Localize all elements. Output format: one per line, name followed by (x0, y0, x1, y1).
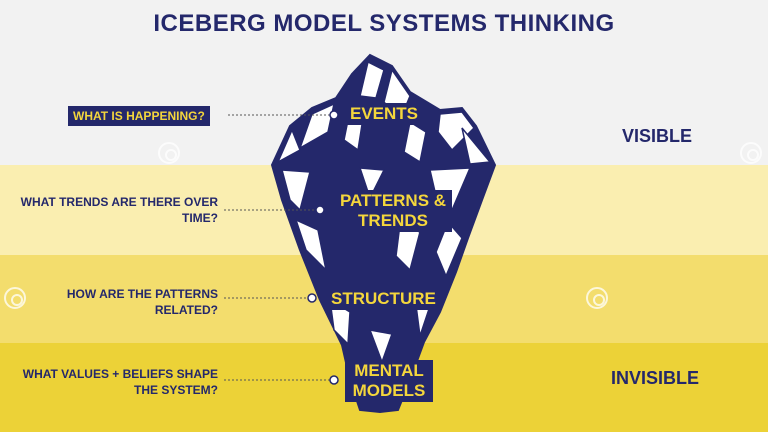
watermark-swirl-icon (158, 142, 180, 164)
label-events: EVENTS (345, 103, 424, 125)
question-mental-models: WHAT VALUES + BELIEFS SHAPE THE SYSTEM? (22, 367, 218, 397)
watermark-swirl-icon (4, 287, 26, 309)
label-mental-models: MENTAL MODELS (345, 360, 433, 402)
question-events: WHAT IS HAPPENING? (68, 106, 210, 126)
invisible-label: INVISIBLE (611, 368, 700, 388)
mental-models-marker-dot (329, 375, 339, 385)
iceberg-facets (276, 60, 492, 365)
question-patterns: WHAT TRENDS ARE THERE OVER TIME? (20, 195, 218, 225)
page-title: ICEBERG MODEL SYSTEMS THINKING (153, 10, 615, 37)
structure-marker-dot (307, 293, 317, 303)
label-patterns-trends: PATTERNS & TRENDS (334, 190, 452, 232)
question-structure: HOW ARE THE PATTERNS RELATED? (66, 287, 218, 317)
label-structure: STRUCTURE (326, 288, 441, 310)
visible-label: VISIBLE (622, 126, 693, 146)
iceberg-shape (270, 53, 497, 414)
events-marker-dot (329, 110, 339, 120)
watermark-swirl-icon (740, 142, 762, 164)
patterns-marker-dot (315, 205, 325, 215)
watermark-swirl-icon (586, 287, 608, 309)
